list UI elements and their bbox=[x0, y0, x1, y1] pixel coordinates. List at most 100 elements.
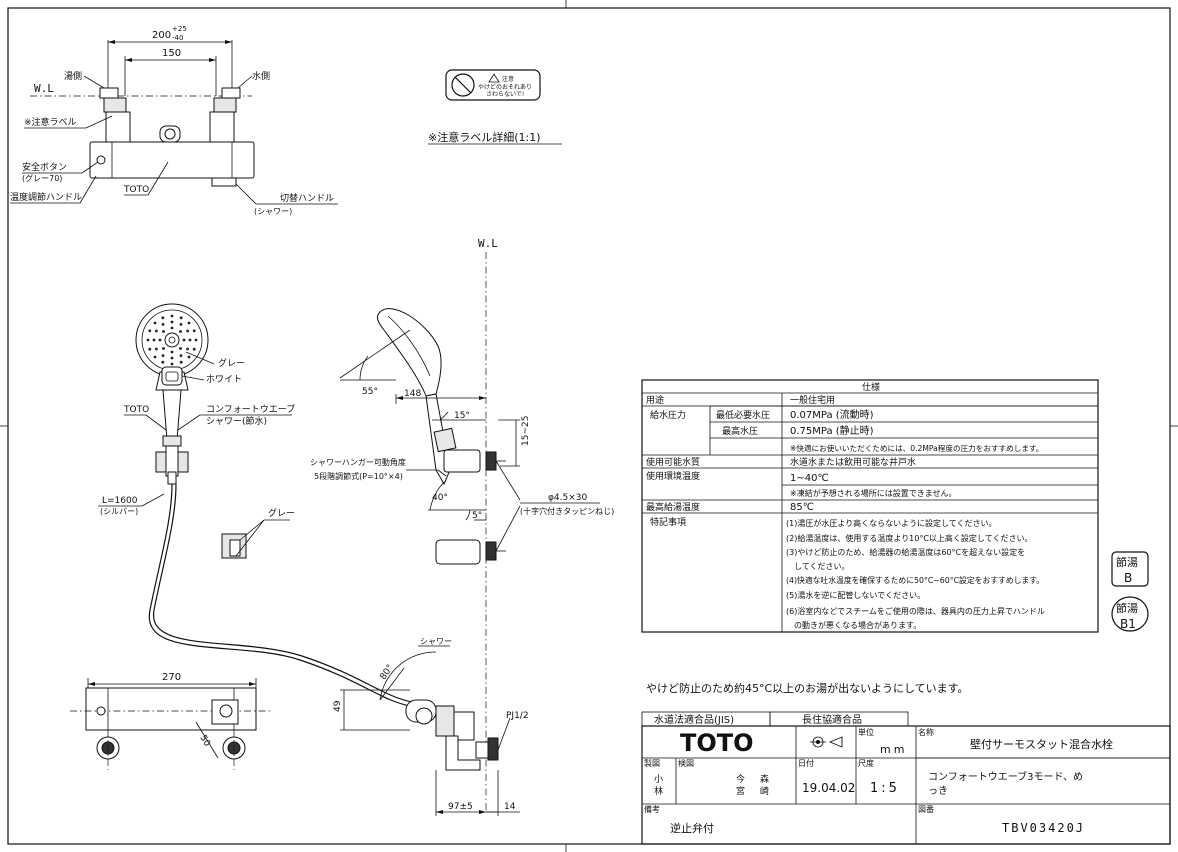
shower-hose bbox=[148, 483, 411, 707]
spec-row-6-value: ※凍結が予想される場所には設置できません。 bbox=[790, 488, 956, 498]
hose-color: (シルバー) bbox=[100, 507, 138, 516]
caution-detail-caption: ※注意ラベル詳細(1:1) bbox=[428, 130, 541, 144]
cold-side-label: 水側 bbox=[252, 70, 270, 82]
date-value: 19.04.02 bbox=[802, 781, 855, 795]
checked-by-1b: 森 bbox=[760, 773, 769, 785]
spec-row-7-value: 85℃ bbox=[790, 502, 814, 513]
water-saving-badges: 節湯 B 節湯 B1 bbox=[1111, 551, 1149, 632]
nozzle-dot bbox=[162, 347, 165, 350]
elevation-brand: TOTO bbox=[123, 185, 149, 195]
nozzle-dot bbox=[161, 354, 165, 357]
badge-b1 bbox=[1111, 596, 1149, 632]
drawn-label: 製図 bbox=[644, 758, 660, 768]
switch-handle-sub: (シャワー) bbox=[254, 207, 292, 216]
nozzle-dot bbox=[148, 329, 152, 333]
remarks-value: 逆止弁付 bbox=[670, 821, 714, 835]
nozzle-dot bbox=[188, 338, 192, 342]
nozzle-dot bbox=[194, 338, 198, 342]
mixer-body bbox=[89, 141, 255, 179]
spec-row-2-value: 0.75MPa (静止時) bbox=[790, 424, 874, 437]
nozzle-dot bbox=[155, 329, 158, 333]
spec-title: 仕様 bbox=[862, 381, 880, 393]
spec-row-5-label: 使用環境温度 bbox=[646, 470, 700, 482]
nozzle-dot bbox=[192, 347, 196, 351]
screw-desc: (十字穴付きタッピンねじ) bbox=[520, 506, 614, 516]
screw-size: φ4.5×30 bbox=[548, 493, 588, 503]
temp-handle-label: 温度調節ハンドル bbox=[10, 191, 82, 203]
badge-b-top: 節湯 bbox=[1116, 555, 1138, 569]
safety-button-label: 安全ボタン bbox=[22, 161, 67, 173]
caution-sticker bbox=[445, 69, 541, 101]
safety-button-color: (グレー70) bbox=[22, 173, 62, 183]
date-label: 日付 bbox=[798, 758, 814, 768]
nozzle-dot bbox=[170, 350, 174, 354]
product-description-2: っき bbox=[928, 785, 948, 797]
nozzle-dot bbox=[158, 338, 162, 342]
remarks-label: 備考 bbox=[644, 804, 660, 814]
projection-symbol-icon bbox=[810, 736, 843, 748]
badge-b1-top: 節湯 bbox=[1116, 601, 1138, 615]
checked-label: 検図 bbox=[678, 758, 694, 768]
caution-line2: さわらないで! bbox=[486, 91, 524, 98]
side-wl-label: W.L bbox=[478, 237, 498, 250]
spec-note-2: (3)やけど防止のため、給湯器の給湯温度は60°Cを超えない設定を bbox=[786, 547, 1025, 557]
hanger-title: シャワーハンガー可動角度 bbox=[310, 457, 406, 467]
wl-label: W.L bbox=[34, 82, 54, 95]
spec-notes-label: 特記事項 bbox=[650, 516, 686, 528]
dim-50: 50 bbox=[197, 734, 212, 749]
dim-200: 200 bbox=[152, 30, 171, 41]
dim-150: 150 bbox=[162, 48, 181, 59]
head-brand: TOTO bbox=[123, 405, 149, 415]
dim-148: 148 bbox=[404, 389, 421, 399]
dim-200-tol-plus: +25 bbox=[172, 25, 187, 33]
badge-b bbox=[1111, 551, 1149, 587]
spec-note-7: の動きが悪くなる場合があります。 bbox=[786, 620, 921, 630]
spec-row-4-label: 使用可能水質 bbox=[646, 456, 700, 468]
drawing-no-label: 図番 bbox=[918, 804, 934, 814]
nozzle-dot bbox=[187, 321, 191, 325]
nozzle-dot bbox=[152, 338, 156, 342]
title-block: 水道法適合品(JIS) 長住協適合品 TOTO 単位 mm 名称 壁付サーモスタ… bbox=[641, 711, 1171, 845]
spec-note-5: (5)湯水を逆に配管しないでください。 bbox=[786, 590, 925, 600]
nozzle-dot bbox=[153, 355, 157, 359]
nozzle-dot bbox=[162, 330, 165, 333]
nozzle-dot bbox=[161, 323, 165, 326]
shower-label: シャワー bbox=[420, 637, 452, 646]
checked-by-2b: 崎 bbox=[760, 785, 769, 797]
nozzle-dot bbox=[182, 338, 186, 342]
nozzle-dot bbox=[170, 362, 174, 366]
spec-note-4: (4)快適な吐水温度を確保するために50°C~60°C設定をおすすめします。 bbox=[786, 575, 1044, 585]
checked-by-1a: 今 bbox=[736, 773, 745, 785]
elevation-view: 200 +25 -40 150 W.L 湯側 水側 ※注意ラベル bbox=[10, 25, 338, 216]
spec-note-1: (2)給湯温度は、使用する温度より10°C以上高く設定してください。 bbox=[786, 533, 1032, 543]
nozzle-dot bbox=[161, 360, 165, 364]
nozzle-dot bbox=[170, 356, 174, 360]
spec-row-4-value: 水道水または飲用可能な井戸水 bbox=[790, 456, 916, 468]
nozzle-dot bbox=[179, 360, 183, 364]
checked-by-2a: 宮 bbox=[736, 785, 745, 797]
shower-head-center bbox=[164, 332, 180, 348]
nozzle-dot bbox=[186, 329, 190, 333]
spec-row-1-sub: 最低必要水圧 bbox=[716, 409, 770, 421]
caution-title: 注意 bbox=[502, 75, 514, 83]
nozzle-dot bbox=[179, 354, 183, 357]
model-line2: シャワー(節水) bbox=[206, 415, 267, 427]
nozzle-dot bbox=[192, 329, 196, 333]
caution-label-callout: ※注意ラベル bbox=[24, 116, 77, 128]
unit-value: mm bbox=[880, 743, 907, 756]
nozzle-dot bbox=[155, 347, 158, 351]
company-logo: TOTO bbox=[680, 729, 754, 757]
spec-row-7-label: 最高給湯温度 bbox=[646, 501, 700, 513]
nozzle-dot bbox=[179, 330, 182, 333]
unit-label: 単位 bbox=[858, 727, 874, 737]
pj-label: PJ1/2 bbox=[506, 711, 529, 721]
nozzle-dot bbox=[170, 326, 174, 330]
nozzle-dot bbox=[186, 347, 190, 351]
hose-length: L=1600 bbox=[102, 496, 138, 506]
scald-notice: やけど防止のため約45°C以上のお湯が出ないようにしています。 bbox=[646, 681, 969, 695]
spec-note-0: (1)湯圧が水圧より高くならないように設定してください。 bbox=[786, 518, 997, 528]
nozzle-dot bbox=[161, 316, 165, 320]
angle-5: 5° bbox=[472, 511, 482, 521]
spec-row-0-label: 用途 bbox=[646, 394, 664, 406]
